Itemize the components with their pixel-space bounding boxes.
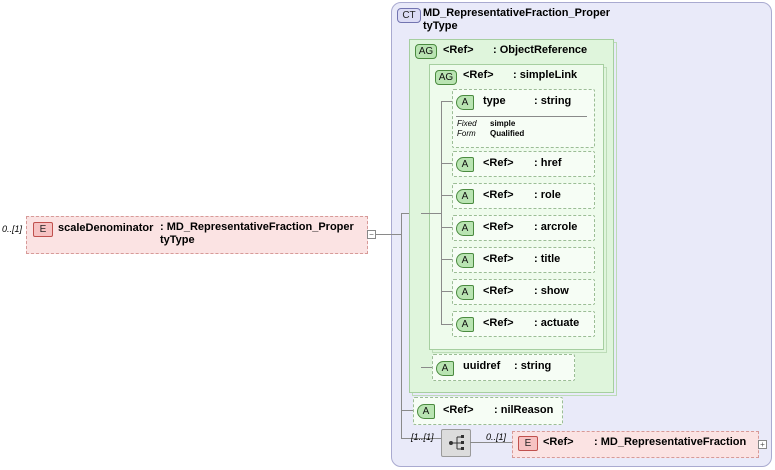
attribute-name: uuidref — [463, 360, 501, 372]
attribute-type: : nilReason — [494, 404, 554, 416]
connector-line — [441, 101, 442, 325]
connector-line — [441, 227, 452, 228]
attribute-ref: <Ref> — [483, 253, 514, 265]
connector-line — [441, 259, 452, 260]
connector-line — [441, 324, 452, 325]
connector-line — [441, 101, 452, 102]
attribute-type: : title — [534, 253, 561, 265]
attribute-type: : string — [514, 360, 552, 372]
attribute-group-type: : ObjectReference — [493, 44, 588, 56]
child-element-badge: E — [518, 436, 538, 451]
connector-line — [441, 291, 452, 292]
connector-line — [401, 213, 402, 439]
complex-type-badge: CT — [397, 8, 421, 23]
attribute-href-box[interactable] — [452, 151, 595, 177]
connector-line — [421, 213, 441, 214]
attribute-badge: A — [456, 157, 474, 172]
attribute-title-box[interactable] — [452, 247, 595, 273]
attribute-ref: <Ref> — [443, 404, 474, 416]
attribute-ref: <Ref> — [483, 221, 514, 233]
attribute-type-box[interactable] — [452, 89, 595, 148]
attribute-arcrole-box[interactable] — [452, 215, 595, 241]
attribute-group-type: : simpleLink — [513, 69, 578, 81]
attribute-type: : role — [534, 189, 561, 201]
attribute-badge: A — [456, 189, 474, 204]
root-element-box[interactable] — [26, 216, 368, 254]
sequence-compositor[interactable] — [441, 429, 471, 457]
attribute-uuidref-box[interactable] — [432, 354, 575, 381]
attribute-type: : href — [534, 157, 562, 169]
connector-line — [470, 442, 512, 443]
attribute-ref: <Ref> — [483, 317, 514, 329]
attribute-group-badge: AG — [435, 70, 457, 85]
attribute-role-box[interactable] — [452, 183, 595, 209]
attribute-badge: A — [456, 221, 474, 236]
attribute-group-badge: AG — [415, 44, 437, 59]
separator-line — [456, 116, 587, 117]
form-value: Qualified — [490, 129, 525, 138]
fixed-label: Fixed — [457, 119, 477, 128]
attribute-badge: A — [417, 404, 435, 419]
root-element-badge: E — [33, 222, 53, 237]
connector-line — [421, 367, 432, 368]
connector-line — [401, 438, 441, 439]
attribute-group-ref: <Ref> — [463, 69, 494, 81]
connector-line — [401, 410, 415, 411]
attribute-ref: <Ref> — [483, 189, 514, 201]
attribute-type: : show — [534, 285, 569, 297]
attribute-badge: A — [456, 253, 474, 268]
attribute-type: : arcrole — [534, 221, 578, 233]
child-element-ref: <Ref> — [543, 436, 574, 448]
root-element-name: scaleDenominator — [58, 222, 154, 234]
child-element-type: : MD_RepresentativeFraction — [594, 436, 747, 448]
attribute-badge: A — [456, 317, 474, 332]
attribute-show-box[interactable] — [452, 279, 595, 305]
attribute-name: type — [483, 95, 506, 107]
attribute-type: : string — [534, 95, 572, 107]
form-label: Form — [457, 129, 476, 138]
root-element-occurrence: 0..[1] — [2, 224, 23, 234]
connector-line — [441, 163, 452, 164]
attribute-nilreason-box[interactable] — [413, 397, 563, 425]
fixed-value: simple — [490, 119, 516, 128]
child-element-occurrence: 0..[1] — [486, 432, 507, 442]
attribute-type: : actuate — [534, 317, 580, 329]
connector-line — [441, 195, 452, 196]
root-element-type: : MD_RepresentativeFraction_Proper tyTyp… — [160, 221, 354, 246]
complex-type-name: MD_RepresentativeFraction_Proper tyType — [423, 7, 611, 32]
attribute-badge: A — [436, 361, 454, 376]
root-expand-toggle[interactable]: − — [367, 230, 376, 239]
attribute-group-ref: <Ref> — [443, 44, 474, 56]
child-element-box[interactable] — [512, 431, 759, 458]
attribute-ref: <Ref> — [483, 157, 514, 169]
attribute-actuate-box[interactable] — [452, 311, 595, 337]
attribute-badge: A — [456, 285, 474, 300]
attribute-ref: <Ref> — [483, 285, 514, 297]
connector-line — [376, 234, 402, 235]
sequence-icon — [449, 435, 464, 450]
child-expand-toggle[interactable]: + — [758, 440, 767, 449]
attribute-badge: A — [456, 95, 474, 110]
sequence-occurrence: [1..[1] — [411, 432, 434, 442]
